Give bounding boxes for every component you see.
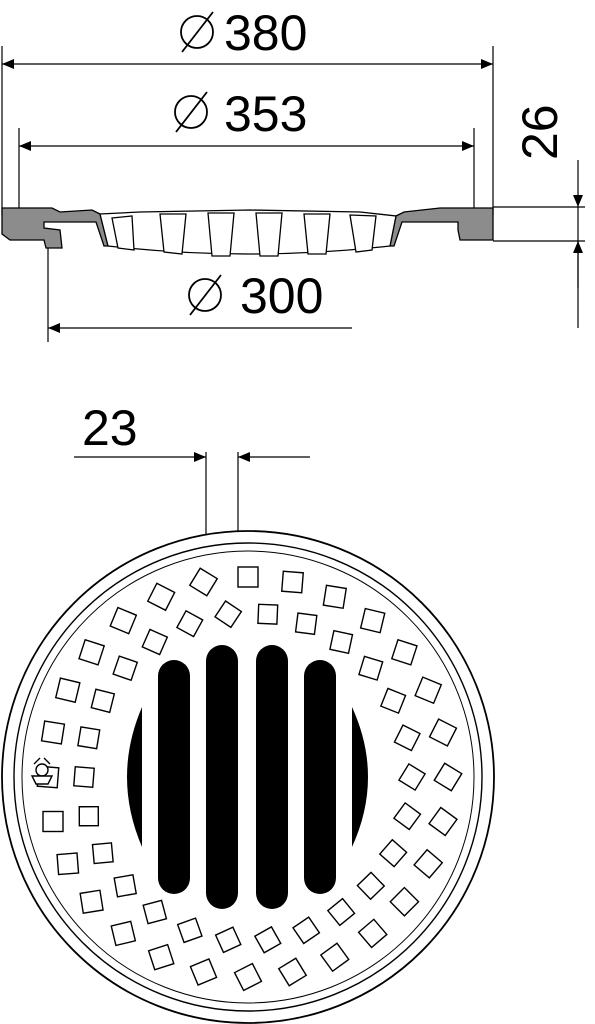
square-hole xyxy=(142,899,168,925)
square-hole xyxy=(79,889,104,914)
square-hole xyxy=(113,873,138,898)
seat-circle xyxy=(21,550,475,1004)
diameter-symbol xyxy=(180,11,214,53)
square-hole xyxy=(112,655,139,682)
square-hole xyxy=(54,677,81,704)
side-section-view: 380 353 300 26 xyxy=(1,5,585,342)
square-hole xyxy=(329,629,354,655)
square-hole xyxy=(141,628,169,656)
square-hole xyxy=(78,805,100,827)
slot-bar xyxy=(304,660,336,894)
square-hole xyxy=(413,848,444,879)
square-hole xyxy=(175,609,204,638)
square-hole xyxy=(379,687,407,715)
square-hole xyxy=(319,942,350,973)
right-rim-section xyxy=(389,207,494,247)
square-hole xyxy=(77,726,101,750)
square-hole xyxy=(73,766,95,788)
square-hole xyxy=(56,852,80,876)
slot-bar xyxy=(206,645,238,909)
square-drain-holes xyxy=(36,566,463,992)
dim-value-300: 300 xyxy=(240,268,323,324)
diameter-symbol xyxy=(174,91,208,133)
square-hole xyxy=(233,962,263,992)
square-hole xyxy=(326,897,356,927)
square-hole xyxy=(294,612,318,636)
slot-bar xyxy=(158,660,190,894)
square-hole xyxy=(189,958,218,986)
square-hole xyxy=(253,925,282,954)
slot-right-segment xyxy=(352,707,368,847)
outer-rim-circle xyxy=(1,530,495,1024)
dim-value-26: 26 xyxy=(512,104,568,160)
dim-label-353: 353 xyxy=(174,86,307,142)
square-hole xyxy=(322,584,348,610)
square-hole xyxy=(280,570,305,594)
square-hole xyxy=(214,926,242,954)
section-ribs xyxy=(111,212,377,257)
square-hole xyxy=(237,566,259,588)
square-hole xyxy=(257,603,279,625)
square-hole xyxy=(433,762,463,792)
square-hole xyxy=(146,582,176,612)
manufacturer-logo-icon xyxy=(30,757,54,785)
dim-value-353: 353 xyxy=(224,86,307,142)
inner-rim-circle xyxy=(13,542,483,1012)
slot-bar xyxy=(256,645,288,909)
dim-label-300: 300 xyxy=(188,268,323,324)
slot-left-segment xyxy=(127,707,142,847)
square-hole xyxy=(110,920,137,947)
square-hole xyxy=(390,638,418,666)
square-hole xyxy=(428,806,458,837)
square-hole xyxy=(109,606,138,635)
top-plan-view: 23 xyxy=(1,400,495,1024)
square-hole xyxy=(428,718,458,747)
square-hole xyxy=(392,801,422,831)
square-hole xyxy=(357,918,388,949)
square-hole xyxy=(378,838,408,868)
square-hole xyxy=(90,688,116,714)
square-hole xyxy=(91,842,114,865)
square-hole xyxy=(188,567,219,597)
square-hole xyxy=(40,720,66,745)
square-hole xyxy=(358,655,384,681)
square-hole xyxy=(414,676,443,705)
square-hole xyxy=(397,762,427,792)
dim-value-23: 23 xyxy=(82,400,138,456)
grate-section-profile xyxy=(1,207,494,257)
dim-value-380: 380 xyxy=(224,5,307,61)
square-hole xyxy=(356,871,386,901)
square-hole xyxy=(78,638,106,666)
square-hole xyxy=(389,886,420,917)
dim-label-380: 380 xyxy=(180,5,307,61)
drain-slots xyxy=(127,645,368,909)
left-rim-section xyxy=(1,207,109,249)
square-hole xyxy=(393,724,421,752)
diameter-symbol xyxy=(188,274,222,316)
square-hole xyxy=(277,957,308,987)
square-hole xyxy=(176,917,203,944)
square-hole xyxy=(42,810,64,833)
square-hole xyxy=(147,943,175,971)
square-hole xyxy=(359,607,386,634)
square-hole xyxy=(292,916,321,945)
square-hole xyxy=(214,600,243,629)
